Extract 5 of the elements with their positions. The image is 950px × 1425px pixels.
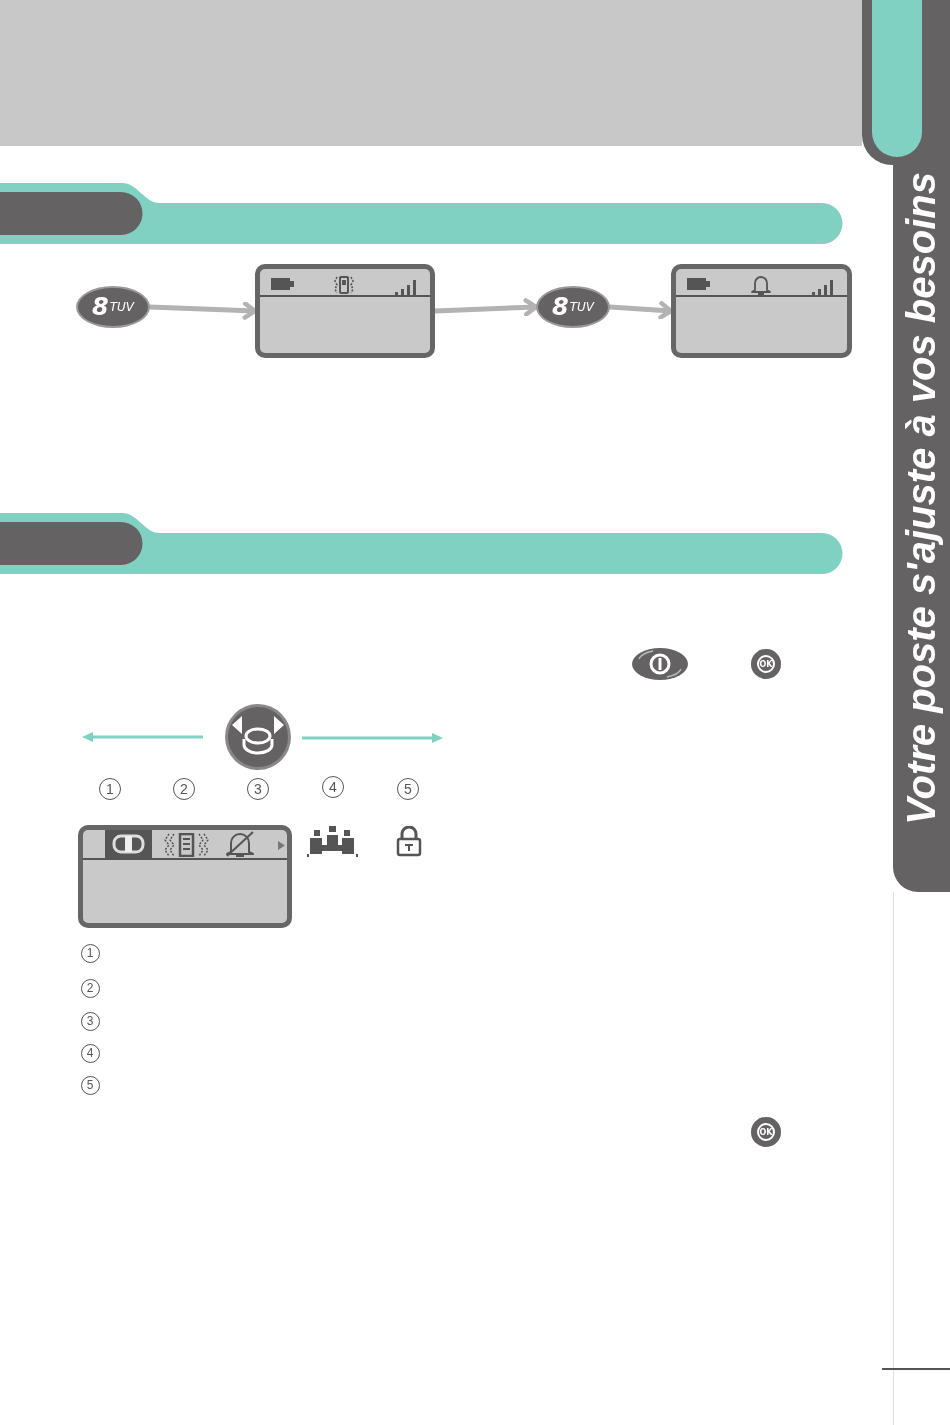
ok-button: OK — [751, 649, 781, 679]
lcd-screen — [671, 264, 852, 358]
lcd-screen — [255, 264, 435, 358]
chapter-title: Votre poste s'ajuste à vos besoins — [899, 172, 943, 825]
ok-button: OK — [751, 1117, 781, 1147]
